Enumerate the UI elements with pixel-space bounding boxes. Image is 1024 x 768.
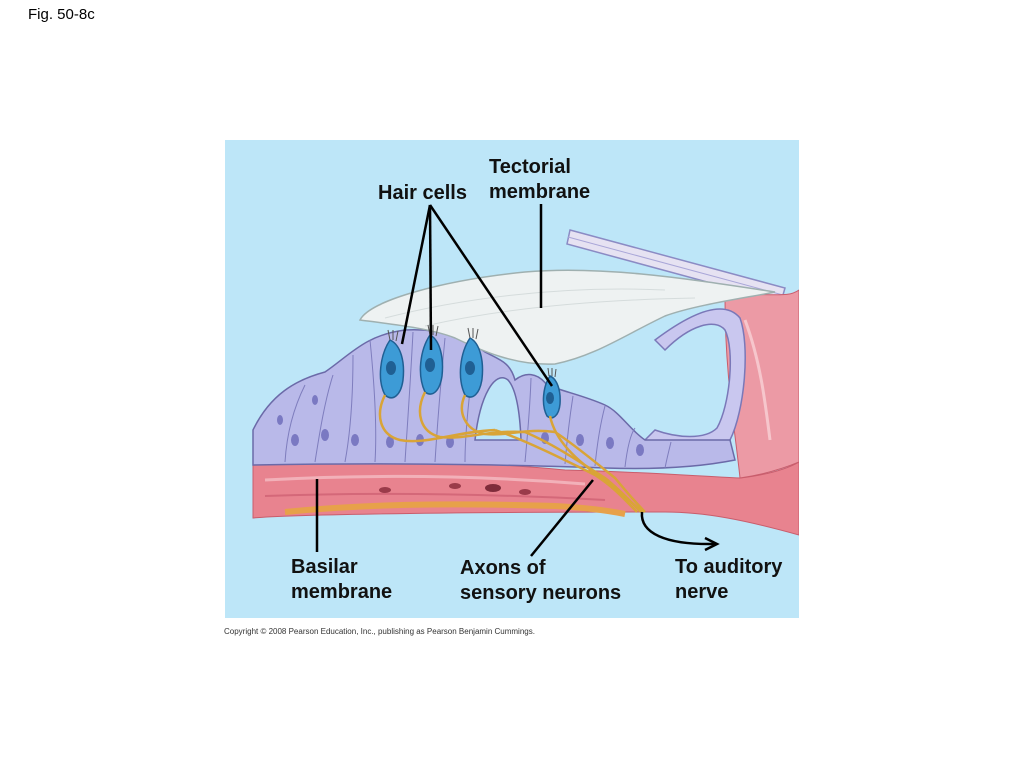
hair-cell-leader-line-3 (428, 204, 554, 387)
tectorial-membrane (358, 269, 776, 365)
hair-cell-leader-line-1 (400, 204, 432, 345)
hair-cell-leader-line-2 (428, 204, 433, 351)
label-to-auditory-nerve: To auditory nerve (675, 556, 783, 603)
figure-label: Fig. 50-8c (28, 6, 95, 23)
basilar-membrane-tissue (252, 460, 799, 536)
inner-hair-cell-2 (542, 367, 561, 419)
inner-hair-cell-1 (379, 329, 405, 399)
label-axons-of-sensory-neurons: Axons of sensory neurons (460, 557, 622, 604)
arrow-head (704, 536, 720, 552)
hair-cells (379, 324, 561, 419)
sensory-axons (378, 391, 646, 513)
label-basilar-membrane: Basilar membrane (291, 556, 393, 603)
axons-leader-line (530, 479, 594, 557)
outer-hair-cell-2 (459, 327, 484, 398)
label-hair-cells: Hair cells (378, 182, 467, 204)
outer-hair-cell-1 (419, 324, 444, 395)
outer-cell-tube (643, 308, 746, 452)
cochlea-diagram-panel: Tectorial membrane Hair cells Basilar me… (225, 140, 799, 618)
label-tectorial-membrane: Tectorial membrane (489, 156, 591, 203)
leader-lines (315, 204, 720, 557)
auditory-nerve-arrow (640, 511, 716, 546)
supporting-cells (252, 329, 736, 470)
copyright-notice: Copyright © 2008 Pearson Education, Inc.… (224, 627, 535, 636)
organ-of-corti-illustration (252, 204, 799, 557)
